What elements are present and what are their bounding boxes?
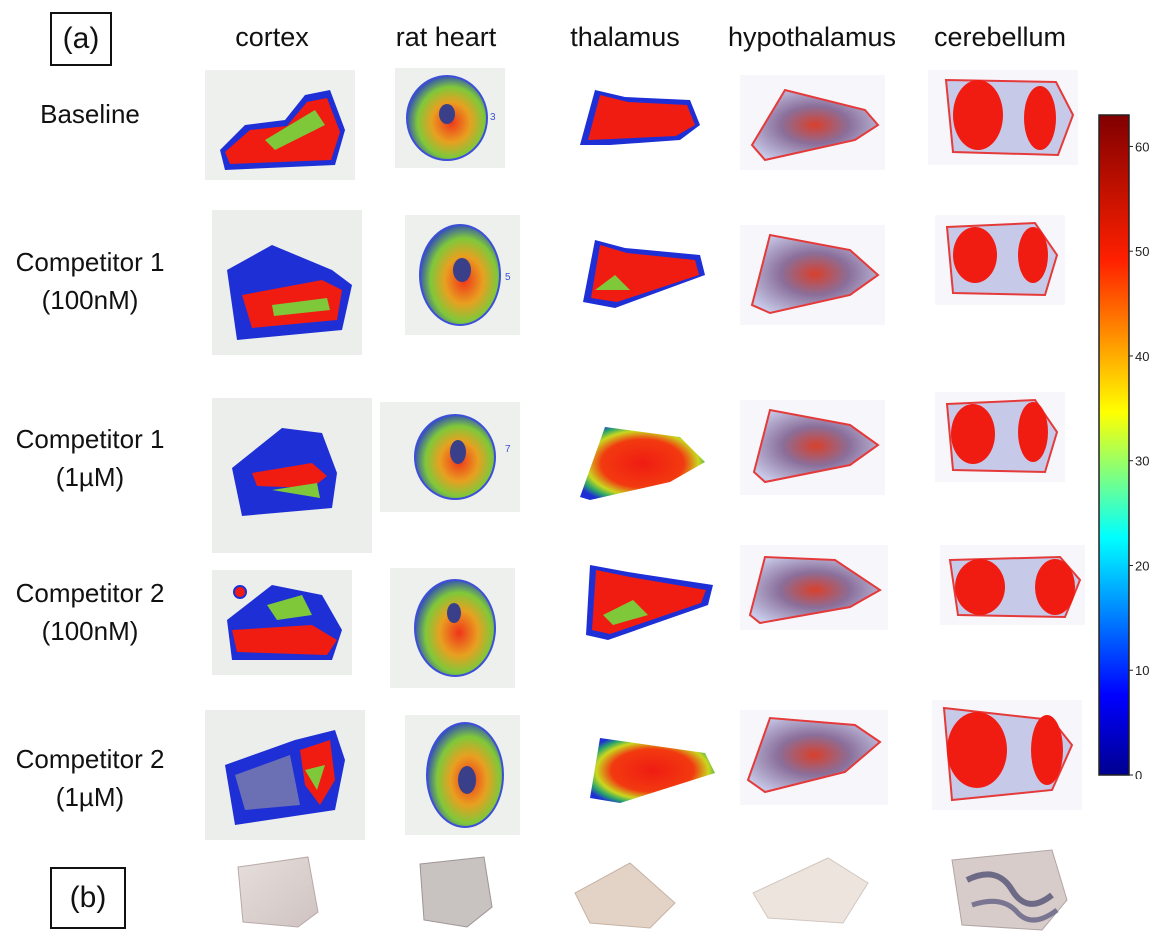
colorbar-gradient	[1098, 114, 1130, 776]
image-cortex-comp2-100nm	[212, 570, 352, 675]
row-label-line1: Competitor 1	[15, 247, 165, 277]
image-cortex-comp1-1um	[212, 398, 372, 553]
row-label-line1: Competitor 2	[15, 578, 165, 608]
row-label-line2: (100nM)	[41, 616, 139, 646]
image-cerebellum-baseline	[928, 70, 1078, 165]
image-cortex-comp2-1um	[205, 710, 365, 840]
row-label-competitor2-100nm: Competitor 2 (100nM)	[0, 574, 180, 650]
row-label-competitor2-1um: Competitor 2 (1µM)	[0, 740, 180, 816]
tissue-photo-hypothalamus	[748, 848, 873, 933]
tissue-photo-rat-heart	[412, 852, 497, 932]
image-hypothalamus-comp1-1um	[740, 400, 885, 495]
row-label-line1: Competitor 2	[15, 744, 165, 774]
colorbar-tick-label: 20	[1135, 558, 1149, 573]
colorbar-tick-label: 60	[1135, 139, 1149, 154]
colorbar: 0 10 20 30 40 50 60	[1098, 114, 1150, 779]
image-thalamus-baseline	[570, 75, 705, 160]
row-label-line1: Competitor 1	[15, 424, 165, 454]
image-rat-heart-comp2-100nm	[390, 568, 515, 688]
column-header-hypothalamus: hypothalamus	[727, 22, 897, 52]
row-label-line2: (1µM)	[55, 782, 125, 812]
image-cerebellum-comp1-100nm	[935, 215, 1065, 305]
image-thalamus-comp1-1um	[570, 412, 715, 507]
colorbar-tick-label: 10	[1135, 663, 1149, 678]
image-thalamus-comp2-100nm	[578, 560, 718, 645]
panel-label-a: (a)	[50, 12, 112, 66]
tissue-photo-cortex	[228, 852, 323, 932]
roi-number: 3	[490, 112, 496, 123]
column-header-cerebellum: cerebellum	[933, 22, 1067, 52]
image-rat-heart-comp1-100nm: 5	[405, 215, 520, 335]
tissue-photo-thalamus	[570, 858, 680, 933]
image-cerebellum-comp2-1um	[932, 700, 1082, 810]
image-hypothalamus-comp1-100nm	[740, 225, 885, 325]
image-cortex-comp1-100nm	[212, 210, 362, 355]
column-header-thalamus: thalamus	[570, 22, 680, 52]
tissue-photo-cerebellum	[942, 840, 1072, 935]
colorbar-tick-label: 40	[1135, 349, 1149, 364]
image-hypothalamus-baseline	[740, 75, 885, 170]
column-header-cortex: cortex	[235, 22, 309, 52]
image-hypothalamus-comp2-1um	[740, 710, 888, 805]
row-label-line1: Baseline	[40, 99, 140, 129]
colorbar-tick-label: 30	[1135, 454, 1149, 469]
colorbar-tick-label: 0	[1135, 768, 1142, 779]
image-thalamus-comp2-1um	[580, 728, 720, 808]
image-hypothalamus-comp2-100nm	[740, 545, 888, 630]
roi-number: 7	[505, 444, 511, 455]
panel-label-b: (b)	[50, 867, 126, 929]
colorbar-tick-label: 50	[1135, 244, 1149, 259]
row-label-baseline: Baseline	[0, 95, 180, 133]
column-header-rat-heart: rat heart	[395, 22, 497, 52]
image-cerebellum-comp1-1um	[935, 392, 1065, 482]
image-rat-heart-baseline: 3	[395, 68, 505, 168]
image-rat-heart-comp1-1um: 7	[380, 402, 520, 512]
row-label-line2: (100nM)	[41, 285, 139, 315]
image-thalamus-comp1-100nm	[575, 230, 710, 315]
row-label-line2: (1µM)	[55, 462, 125, 492]
image-rat-heart-comp2-1um	[405, 715, 520, 835]
image-cerebellum-comp2-100nm	[940, 545, 1085, 625]
row-label-competitor1-1um: Competitor 1 (1µM)	[0, 420, 180, 496]
row-label-competitor1-100nm: Competitor 1 (100nM)	[0, 243, 180, 319]
roi-number: 5	[505, 272, 511, 283]
image-cortex-baseline	[205, 70, 355, 180]
